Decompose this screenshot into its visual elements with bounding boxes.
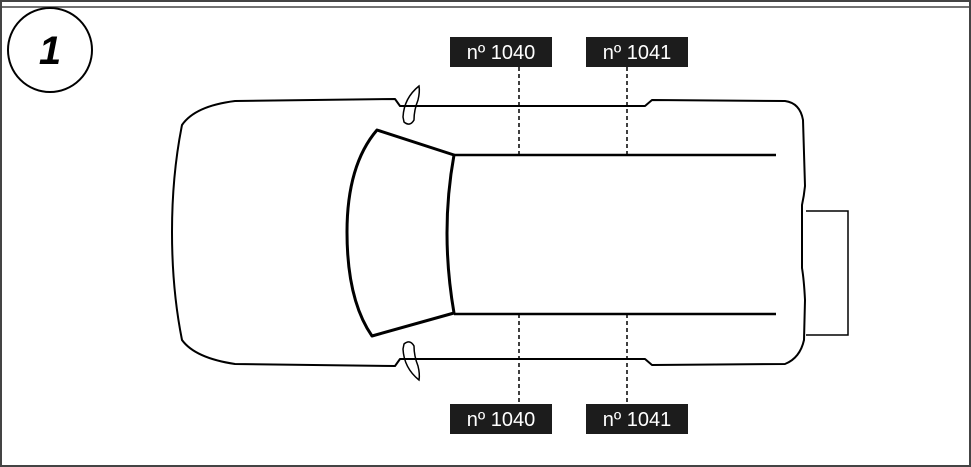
- tag-top-right: nº 1041: [586, 37, 688, 67]
- tag-bottom-right: nº 1041: [586, 404, 688, 434]
- tag-bottom-left: nº 1040: [450, 404, 552, 434]
- car-body: [171, 98, 806, 367]
- tag-bottom-right-label: nº 1041: [603, 409, 671, 431]
- windshield: [345, 128, 456, 338]
- car-top-view: [171, 84, 849, 382]
- tag-top-right-label: nº 1041: [603, 42, 671, 64]
- step-circle: [7, 7, 93, 93]
- step-number: 1: [39, 29, 61, 73]
- tag-top-left-label: nº 1040: [467, 42, 535, 64]
- tag-bottom-left-label: nº 1040: [467, 409, 535, 431]
- rear-box: [806, 210, 849, 336]
- mirror-right: [402, 341, 421, 382]
- mirror-left: [402, 84, 421, 125]
- tag-top-left: nº 1040: [450, 37, 552, 67]
- step-badge: 1: [7, 7, 93, 93]
